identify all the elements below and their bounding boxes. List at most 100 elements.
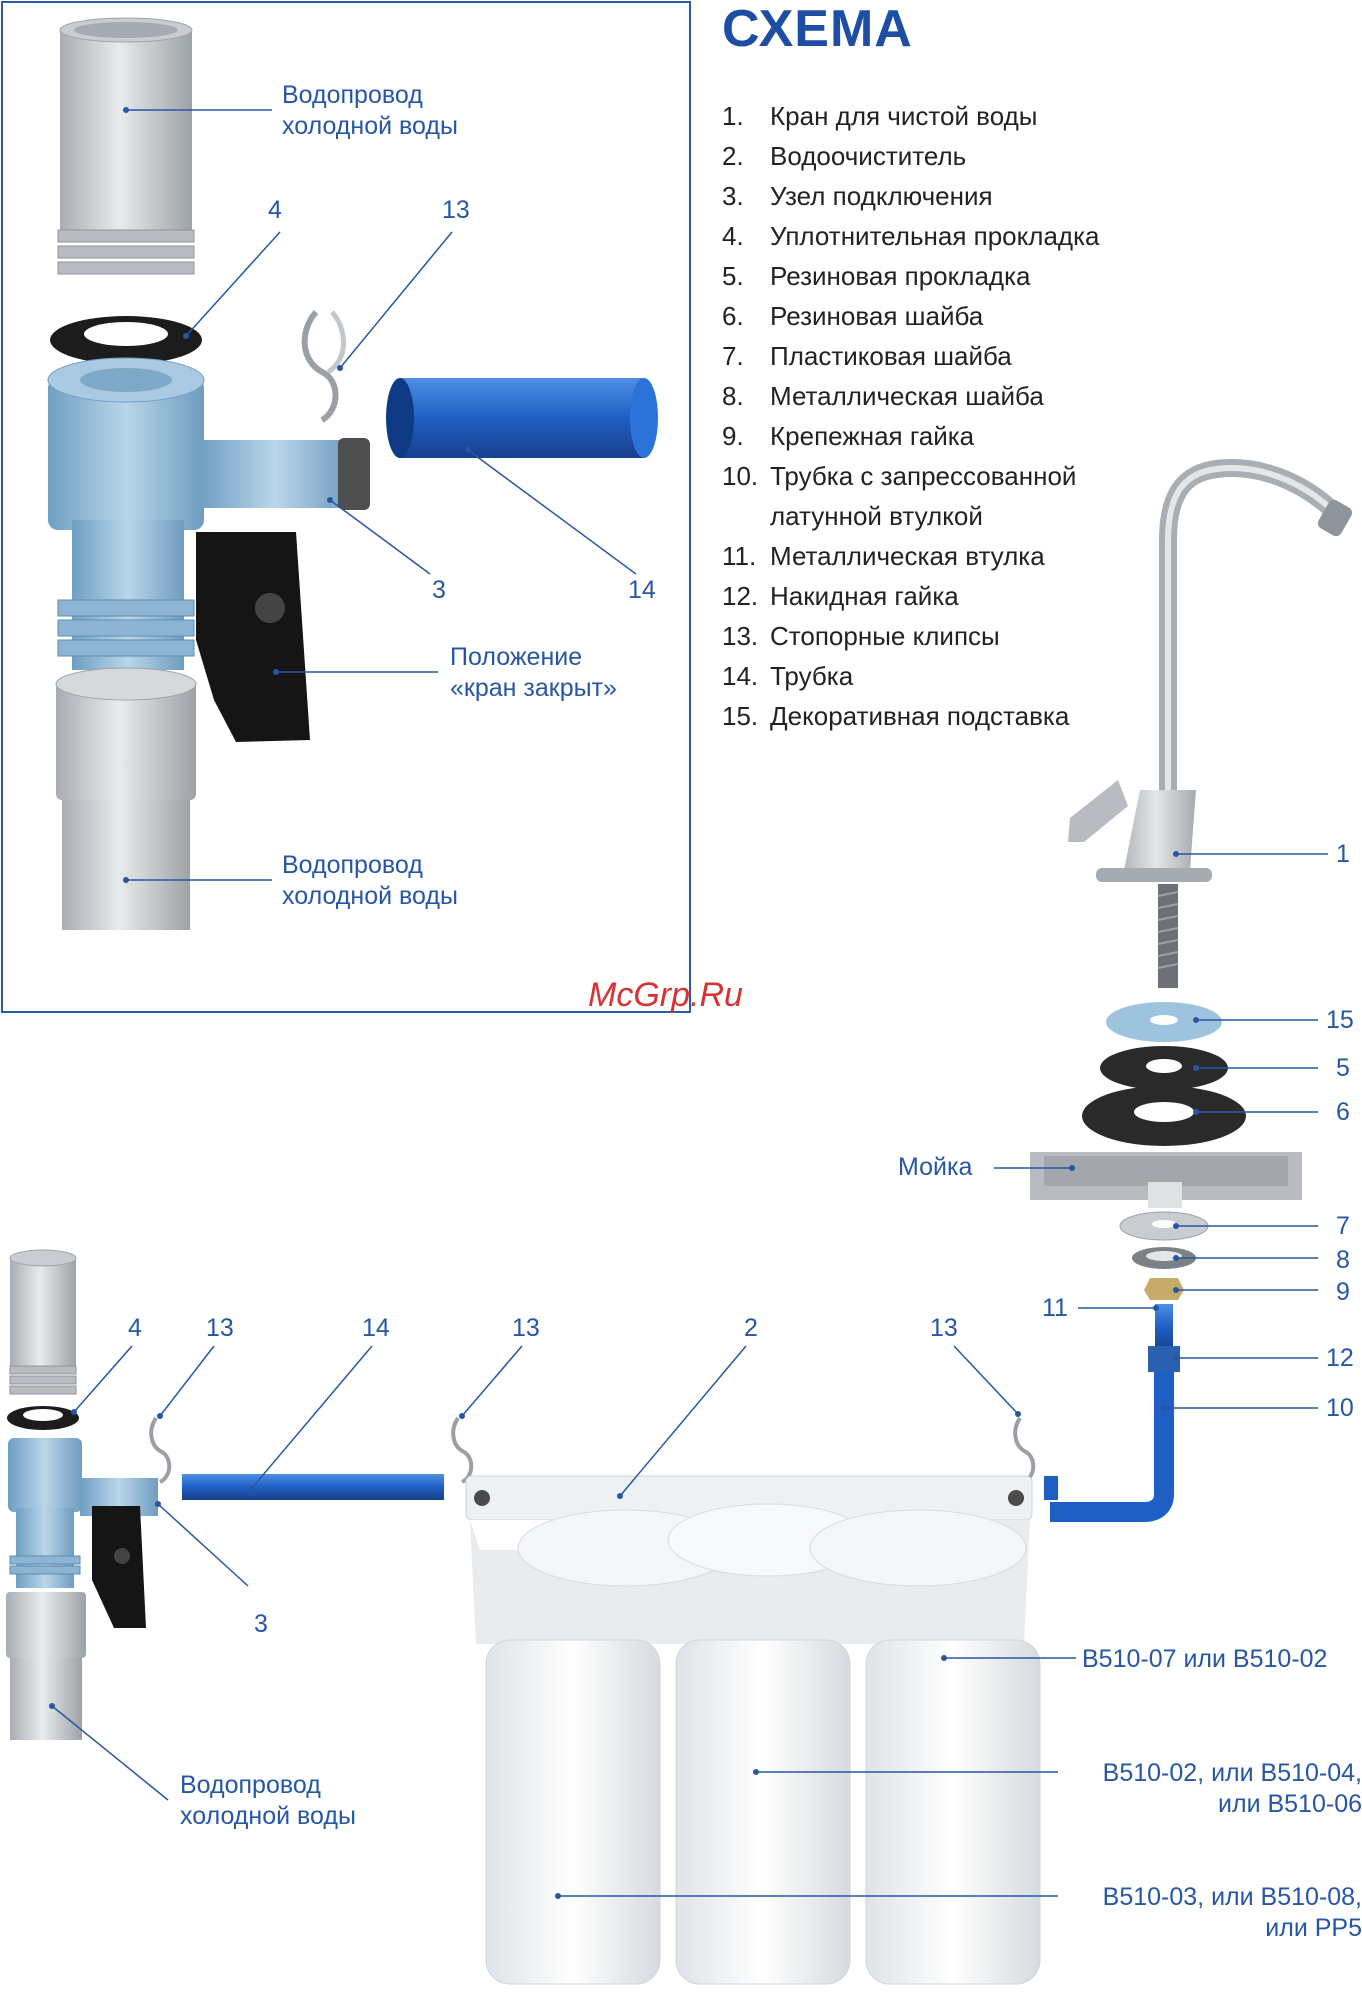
legend-item: 11. Металлическая втулка [722,536,1342,576]
inset-label-pipe-top: Водопровод холодной воды [282,81,458,140]
legend-item-text: Пластиковая шайба [770,341,1012,371]
legend-item: 12. Накидная гайка [722,576,1342,616]
legend-item-number: 1. [722,101,744,131]
inset-frame [1,1,691,1013]
legend-item-text: Узел подключения [770,181,993,211]
sink-slab [1030,1152,1302,1208]
legend-item: 9. Крепежная гайка [722,416,1342,456]
inset-callout-4: 4 [268,196,282,224]
main-tube-14 [182,1474,1058,1500]
legend-item-number: 12. [722,581,759,611]
legend-item: 4. Уплотнительная прокладка [722,216,1342,256]
legend-item: 13. Стопорные клипсы [722,616,1342,656]
callout-13-left: 13 [206,1314,234,1342]
legend-item-text: Декоративная подставка [770,701,1070,731]
callout-6: 6 [1336,1098,1350,1126]
inset-valve-body [47,357,370,670]
legend-item-number: 6. [722,301,744,331]
callout-14: 14 [362,1314,390,1342]
legend-item-text: Резиновая прокладка [770,261,1031,291]
callout-13-middle: 13 [512,1314,540,1342]
inset-gasket-4 [50,316,202,364]
inset-label-pipe-bottom: Водопровод холодной воды [282,851,458,910]
callout-13-right: 13 [930,1314,958,1342]
legend-item-text: Водоочиститель [770,141,967,171]
legend-item-text: Уплотнительная прокладка [770,221,1100,251]
legend-item-number: 3. [722,181,744,211]
inset-handle [196,532,310,742]
legend-item-text: Металлическая шайба [770,381,1044,411]
callout-7: 7 [1336,1212,1350,1240]
legend-item: 7.Пластиковая шайба [722,336,1342,376]
callout-12: 12 [1326,1344,1354,1372]
legend-item-text: Металлическая втулка [770,541,1045,571]
callout-3: 3 [254,1610,268,1638]
callout-10: 10 [1326,1394,1354,1422]
legend-item: 1. Кран для чистой воды [722,96,1342,136]
label-cartridge-3: B510-03, или B510-08, или PP5 [1102,1883,1362,1942]
legend-item: 3. Узел подключения [722,176,1342,216]
inset-label-valve-closed: Положение «кран закрыт» [450,643,617,702]
legend-item-text: Трубка [770,661,854,691]
legend-item-number: 5. [722,261,744,291]
legend-item-number: 2. [722,141,744,171]
legend-item: 14. Трубка [722,656,1342,696]
legend-item-text: Стопорные клипсы [770,621,1000,651]
legend-item-text: Крепежная гайка [770,421,975,451]
nut-9 [1144,1278,1184,1300]
inset-pipe-top [57,17,195,275]
callout-4: 4 [128,1314,142,1342]
inset-leader-dots [123,107,471,883]
legend-item-number: 8. [722,381,744,411]
decorative-stand-15 [1106,1002,1222,1042]
main-clips-13 [149,1416,1036,1484]
label-cartridge-2: B510-02, или B510-04, или B510-06 [1102,1759,1362,1818]
parts-legend: 1. Кран для чистой воды 2. Водоочиститель 3.… [722,96,1342,736]
label-cold-water-pipe: Водопровод холодной воды [180,1771,356,1830]
inset-leaders [126,109,637,881]
callout-2: 2 [744,1314,758,1342]
legend-item-number: 4. [722,221,744,251]
legend-item-number: 10. [722,461,759,491]
legend-item-number: 15. [722,701,759,731]
callout-15: 15 [1326,1006,1354,1034]
page-title: СХЕМА [722,0,913,58]
callout-5: 5 [1336,1054,1350,1082]
callout-8: 8 [1336,1246,1350,1274]
legend-item-number: 13. [722,621,759,651]
main-pipe-bottom [6,1592,86,1740]
inset-tube-14 [386,378,658,458]
inset-callout-13: 13 [442,196,470,224]
legend-item: 6. Резиновая шайба [722,296,1342,336]
main-valve [8,1438,158,1628]
legend-item-text: Накидная гайка [770,581,959,611]
legend-item: 15. Декоративная подставка [722,696,1342,736]
inset-callout-3: 3 [432,576,446,604]
filter-unit [465,1475,1041,1985]
inset-callout-14: 14 [628,576,656,604]
legend-item-number: 11. [722,541,757,571]
label-sink: Мойка [898,1153,973,1181]
watermark: McGrp.Ru [588,976,743,1014]
legend-item-text: Кран для чистой воды [770,101,1038,131]
metal-washer-8 [1132,1247,1196,1269]
legend-item-number: 14. [722,661,759,691]
legend-item-number: 9. [722,421,744,451]
legend-item: 8. Металлическая шайба [722,376,1342,416]
main-gasket-4 [7,1406,79,1430]
legend-item-text: Резиновая шайба [770,301,984,331]
main-pipe-top [9,1249,77,1395]
legend-item: 5. Резиновая прокладка [722,256,1342,296]
label-cartridge-1: B510-07 или B510-02 [1082,1645,1328,1673]
inset-pipe-bottom [55,667,197,930]
rubber-washer-6 [1082,1086,1246,1146]
faucet [1068,458,1353,988]
callout-1: 1 [1336,840,1350,868]
legend-item: 2. Водоочиститель [722,136,1342,176]
legend-item: 10.Трубка с запрессованной латунной втул… [722,456,1342,536]
inset-clip-13 [301,310,346,423]
callout-11: 11 [1042,1294,1068,1322]
rubber-gasket-5 [1100,1046,1228,1090]
tube-10 [1050,1304,1180,1522]
